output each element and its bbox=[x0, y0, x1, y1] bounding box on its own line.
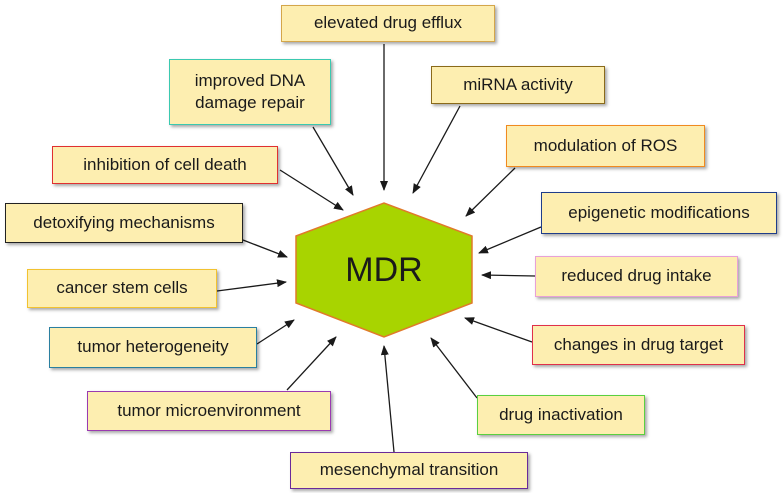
factor-box: tumor heterogeneity bbox=[49, 327, 257, 368]
factor-box: miRNA activity bbox=[431, 66, 605, 104]
factor-arrow bbox=[216, 279, 287, 292]
factor-arrow bbox=[256, 319, 295, 345]
factor-arrow bbox=[242, 239, 288, 258]
factor-box: cancer stem cells bbox=[27, 269, 217, 308]
factor-box: epigenetic modifications bbox=[541, 192, 777, 234]
factor-box: reduced drug intake bbox=[535, 256, 738, 297]
factor-arrow bbox=[430, 337, 478, 399]
factor-arrow bbox=[279, 169, 344, 211]
mdr-label: MDR bbox=[345, 250, 423, 289]
mdr-hexagon bbox=[295, 202, 473, 338]
factor-box: tumor microenvironment bbox=[87, 391, 331, 431]
factor-box: improved DNA damage repair bbox=[169, 59, 331, 125]
factor-box: mesenchymal transition bbox=[290, 452, 528, 489]
factor-box: modulation of ROS bbox=[506, 125, 705, 167]
factor-arrow bbox=[312, 126, 354, 196]
factor-box: inhibition of cell death bbox=[52, 146, 278, 184]
factor-arrow bbox=[478, 226, 542, 254]
factor-box: elevated drug efflux bbox=[281, 5, 495, 42]
factor-arrow bbox=[465, 167, 516, 217]
factor-arrow bbox=[286, 336, 337, 391]
factor-box: changes in drug target bbox=[532, 325, 745, 365]
factor-box: detoxifying mechanisms bbox=[5, 203, 243, 243]
factor-arrow bbox=[481, 271, 536, 280]
factor-box: drug inactivation bbox=[477, 395, 645, 435]
factor-arrow bbox=[380, 345, 395, 453]
factor-arrow bbox=[412, 105, 461, 194]
factor-arrow bbox=[464, 317, 533, 343]
